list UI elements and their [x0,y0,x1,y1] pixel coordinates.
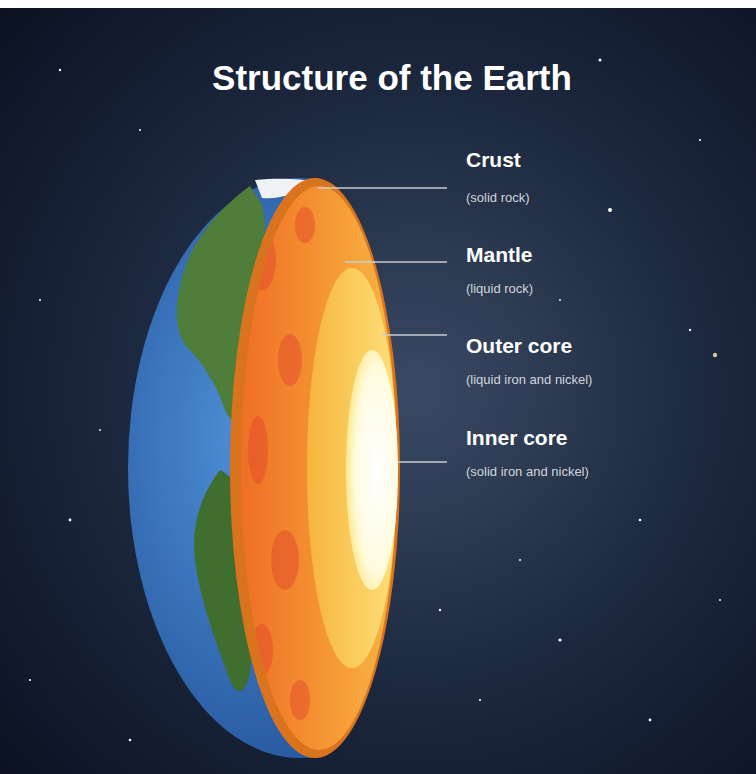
star [479,699,481,701]
layer-name: Crust [466,148,521,172]
layer-description: (solid iron and nickel) [466,464,589,479]
mantle-blotch [290,680,310,720]
star [59,69,61,71]
star [639,519,642,522]
inner-core-layer [346,350,398,590]
layer-description: (solid rock) [466,190,530,205]
star [713,353,717,357]
mantle-layer [241,186,397,750]
layer-description: (liquid iron and nickel) [466,372,592,387]
mantle-blotch [271,530,299,590]
star [139,129,141,131]
star [439,609,441,611]
star [69,519,72,522]
mantle-blotch [295,207,315,243]
mantle-blotch [248,230,276,290]
leader-line [382,334,447,336]
globe [128,178,318,758]
star [719,599,721,601]
layer-name: Outer core [466,334,572,358]
space-background [0,8,756,774]
star [519,559,521,561]
title: Structure of the Earth [212,58,572,98]
star [689,329,691,331]
mantle-blotch [278,334,302,386]
layer-description: (liquid rock) [466,281,533,296]
outer-core-layer [307,268,397,668]
crust-layer [230,178,400,758]
star [129,739,132,742]
star [699,139,701,141]
mantle-blotch [251,624,273,676]
mantle-texture [248,207,315,720]
star [558,638,561,641]
ocean [128,178,318,758]
star [559,299,561,301]
stars [29,59,721,742]
leader-line [398,461,447,463]
leader-line [345,261,447,263]
mantle-blotch [248,416,268,484]
leader-line [318,187,447,189]
layer-name: Mantle [466,243,533,267]
star [39,299,41,301]
star [29,679,31,681]
star [608,208,612,212]
star [599,59,602,62]
star [649,719,652,722]
star [99,429,101,431]
layer-name: Inner core [466,426,568,450]
leader-lines [318,188,447,462]
